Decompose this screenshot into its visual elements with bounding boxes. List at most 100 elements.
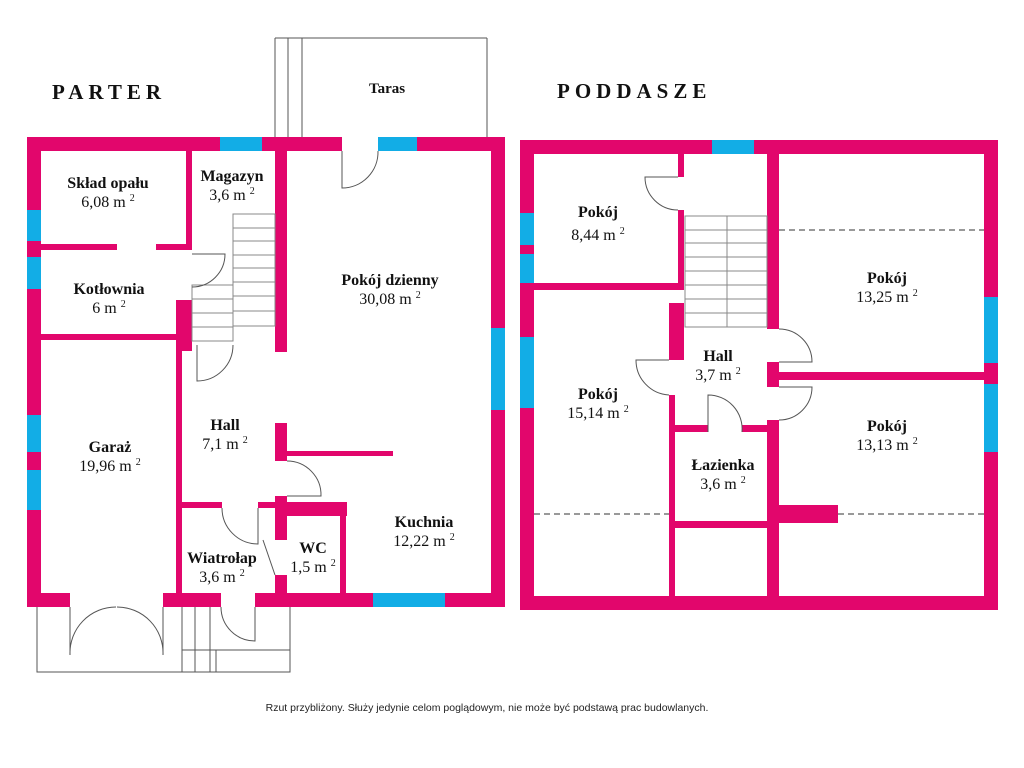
parter-room-label: WC 1,5 m 2 — [290, 540, 335, 576]
room-area: 3,7 m 2 — [695, 366, 740, 384]
area-exponent: 2 — [250, 186, 255, 197]
porch — [36, 607, 291, 673]
room-area-value: 1,5 m — [290, 559, 327, 576]
parter-room-label: Kuchnia 12,22 m 2 — [393, 514, 454, 550]
window — [27, 470, 41, 510]
parter-room-label: Hall 7,1 m 2 — [202, 417, 247, 453]
room-area-value: 13,25 m — [856, 289, 909, 306]
room-area-value: 19,96 m — [79, 458, 132, 475]
area-exponent: 2 — [416, 290, 421, 301]
poddasze-room-label: Pokój 13,13 m 2 — [856, 418, 917, 454]
room-area: 6 m 2 — [92, 299, 125, 317]
poddasze-room-label: Pokój 8,44 m 2 — [571, 204, 624, 244]
window — [27, 210, 41, 241]
poddasze-room-label: Pokój 13,25 m 2 — [856, 270, 917, 306]
window — [27, 257, 41, 289]
area-exponent: 2 — [741, 475, 746, 486]
parter-room-label: Magazyn 3,6 m 2 — [200, 168, 263, 204]
window — [712, 140, 754, 154]
room-area-value: 8,44 m — [571, 227, 616, 244]
area-exponent: 2 — [130, 193, 135, 204]
room-area: 1,5 m 2 — [290, 558, 335, 576]
poddasze-room-label: Hall 3,7 m 2 — [695, 348, 740, 384]
area-exponent: 2 — [243, 435, 248, 446]
room-area: 8,44 m 2 — [571, 226, 624, 244]
room-area-value: 6 m — [92, 300, 117, 317]
room-area-value: 12,22 m — [393, 533, 446, 550]
room-area-value: 3,6 m — [700, 476, 737, 493]
room-name: Pokój — [867, 270, 907, 287]
room-area: 13,25 m 2 — [856, 288, 917, 306]
room-name: Pokój — [578, 204, 618, 221]
area-exponent: 2 — [121, 299, 126, 310]
room-area-value: 15,14 m — [567, 405, 620, 422]
parter-room-label: Pokój dzienny 30,08 m 2 — [341, 272, 438, 308]
room-area-value: 6,08 m — [81, 194, 126, 211]
poddasze-room-label: Łazienka 3,6 m 2 — [691, 457, 754, 493]
area-exponent: 2 — [913, 436, 918, 447]
staircase — [191, 213, 276, 342]
room-name: Wiatrołap — [187, 550, 257, 567]
area-exponent: 2 — [624, 404, 629, 415]
room-name: WC — [299, 540, 327, 557]
parter-plan: Taras — [27, 37, 505, 673]
parter-room-label: Skład opału 6,08 m 2 — [67, 175, 148, 211]
room-name: Łazienka — [691, 457, 754, 474]
room-area: 6,08 m 2 — [81, 193, 134, 211]
room-name: Pokój — [578, 386, 618, 403]
room-area: 15,14 m 2 — [567, 404, 628, 422]
terrace: Taras — [274, 37, 488, 137]
disclaimer-footer: Rzut przybliżony. Służy jedynie celom po… — [266, 702, 709, 714]
doors — [635, 176, 813, 433]
parter-room-label: Kotłownia 6 m 2 — [73, 281, 144, 317]
window — [27, 415, 41, 452]
room-area: 3,6 m 2 — [700, 475, 745, 493]
area-exponent: 2 — [620, 226, 625, 237]
window — [520, 213, 534, 245]
room-area: 30,08 m 2 — [359, 290, 420, 308]
room-area: 19,96 m 2 — [79, 457, 140, 475]
window — [220, 137, 262, 151]
area-exponent: 2 — [240, 568, 245, 579]
area-exponent: 2 — [450, 532, 455, 543]
room-area: 3,6 m 2 — [209, 186, 254, 204]
poddasze-plan — [520, 140, 998, 610]
terrace-label: Taras — [369, 81, 405, 97]
window — [984, 384, 998, 452]
poddasze-room-label: Pokój 15,14 m 2 — [567, 386, 628, 422]
parter-room-label: Wiatrołap 3,6 m 2 — [187, 550, 257, 586]
staircase — [684, 215, 768, 328]
area-exponent: 2 — [136, 457, 141, 468]
room-name: Magazyn — [200, 168, 263, 185]
room-name: Hall — [703, 348, 733, 365]
window — [491, 328, 505, 410]
room-name: Hall — [210, 417, 240, 434]
room-area-value: 3,7 m — [695, 367, 732, 384]
room-area-value: 30,08 m — [359, 291, 412, 308]
area-exponent: 2 — [913, 288, 918, 299]
room-name: Pokój — [867, 418, 907, 435]
room-name: Garaż — [89, 439, 132, 456]
room-area-value: 7,1 m — [202, 436, 239, 453]
room-name: Kuchnia — [395, 514, 454, 531]
doors — [69, 150, 379, 656]
window — [373, 593, 445, 607]
room-area: 7,1 m 2 — [202, 435, 247, 453]
area-exponent: 2 — [736, 366, 741, 377]
window — [984, 297, 998, 363]
room-area: 13,13 m 2 — [856, 436, 917, 454]
poddasze-title: PODDASZE — [557, 79, 711, 103]
window — [520, 337, 534, 408]
room-name: Pokój dzienny — [341, 272, 438, 289]
room-area-value: 3,6 m — [209, 187, 246, 204]
room-name: Kotłownia — [73, 281, 144, 298]
room-name: Skład opału — [67, 175, 148, 192]
area-exponent: 2 — [331, 558, 336, 569]
window — [378, 137, 417, 151]
window — [520, 254, 534, 283]
room-area-value: 3,6 m — [199, 569, 236, 586]
room-area-value: 13,13 m — [856, 437, 909, 454]
